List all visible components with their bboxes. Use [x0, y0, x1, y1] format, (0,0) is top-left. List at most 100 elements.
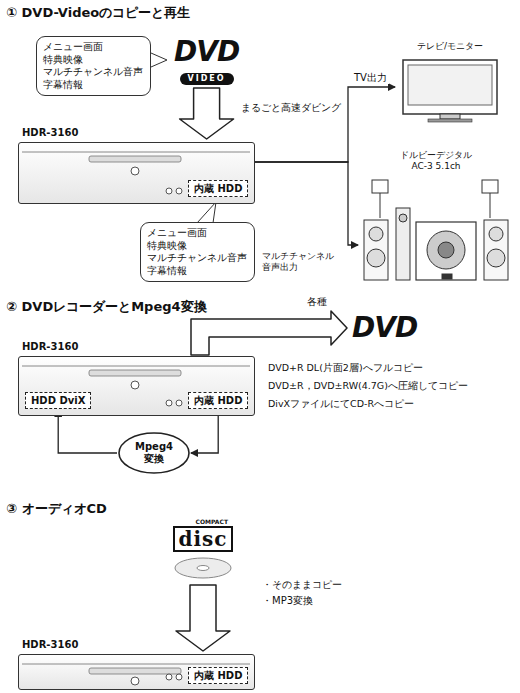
convert-label: Mpeg4 変換 — [129, 441, 179, 465]
hdd-label: 内蔵 HDD — [194, 182, 242, 195]
edge-label: まるごと高速ダビング — [239, 102, 343, 114]
drawing — [482, 180, 498, 193]
drawing — [89, 668, 181, 674]
drawing — [131, 167, 139, 175]
recorder-unit: HDR-3160内蔵 HDD — [18, 142, 255, 204]
recorder-unit: HDR-3160HDD DviX内蔵 HDD — [18, 356, 255, 416]
drawing — [89, 156, 181, 162]
tv-label: テレビ/モニター — [395, 40, 505, 53]
model-name: HDR-3160 — [22, 341, 78, 352]
drawing — [166, 188, 172, 194]
connector — [180, 88, 234, 139]
drawing — [372, 180, 388, 193]
note-text: ・MP3変換 — [262, 594, 313, 608]
drawing — [442, 274, 452, 279]
hdd-label: 内蔵 HDD — [194, 669, 242, 682]
drawing — [380, 193, 381, 218]
section-heading: ③ オーディオCD — [6, 500, 107, 518]
hdd-box: 内蔵 HDD — [188, 392, 248, 409]
connector — [176, 585, 230, 651]
cd-logo: COMPACTdisc — [172, 518, 234, 582]
hdd-label: 内蔵 HDD — [194, 394, 242, 407]
signal-line — [255, 162, 358, 245]
drawing — [176, 188, 182, 194]
model-name: HDR-3160 — [22, 639, 78, 650]
section-heading: ② DVDレコーダーとMpeg4変換 — [6, 298, 207, 316]
dvd-logo: DVD — [350, 314, 419, 342]
edge-label: TV出力 — [352, 72, 389, 84]
drawing — [176, 400, 182, 406]
logo-text: DVD — [174, 38, 239, 66]
note-text: ・そのままコピー — [262, 578, 342, 592]
connector — [255, 162, 358, 245]
illustration — [172, 556, 234, 582]
drawing — [175, 558, 231, 578]
drawing — [484, 220, 508, 280]
drawing — [131, 677, 139, 685]
hdd-box: HDD DviX — [25, 392, 91, 409]
connector — [191, 311, 347, 355]
edge-label: マルチチャンネル 音声出力 — [260, 251, 342, 273]
connector — [58, 410, 117, 453]
drawing — [396, 208, 410, 280]
tv-monitor: テレビ/モニター — [395, 40, 505, 125]
hollow-arrow — [191, 311, 347, 355]
drawing — [416, 222, 476, 280]
drawing — [119, 433, 189, 473]
callout-bubble: メニュー画面 特典映像 マルチチャンネル音声 字幕情報 — [140, 222, 255, 282]
hdd-box: 内蔵 HDD — [188, 180, 248, 197]
drawing — [364, 220, 388, 280]
signal-line — [58, 410, 117, 453]
drawing — [438, 242, 454, 258]
drawing — [22, 366, 250, 367]
edge-label: 各種 — [305, 296, 329, 308]
drawing — [166, 400, 172, 406]
drawing — [22, 664, 250, 665]
drawing — [176, 674, 182, 680]
note-text: DVD+R DL(片面2層)へフルコピー — [268, 362, 423, 375]
recorder-unit: HDR-3160内蔵 HDD — [18, 654, 255, 690]
speaker-label: ドルビーデジタル AC-3 5.1ch — [396, 150, 476, 172]
logo-sub: VIDEO — [180, 73, 234, 85]
callout-text: メニュー画面 特典映像 マルチチャンネル音声 字幕情報 — [147, 227, 248, 277]
signal-line — [255, 87, 395, 162]
drawing — [427, 231, 465, 269]
hdd-label: HDD DviX — [31, 394, 85, 407]
drawing — [490, 193, 491, 218]
drawing — [367, 249, 385, 267]
drawing — [197, 566, 209, 571]
connector — [255, 87, 395, 162]
logo-sub: COMPACT — [172, 518, 234, 526]
speaker-set: ドルビーデジタル AC-3 5.1ch — [358, 150, 514, 285]
callout-bubble: メニュー画面 特典映像 マルチチャンネル音声 字幕情報 — [36, 36, 151, 96]
drawing — [166, 674, 172, 680]
drawing — [399, 214, 407, 222]
illustration — [358, 178, 514, 283]
hdd-box: 内蔵 HDD — [188, 667, 248, 684]
drawing — [428, 119, 472, 122]
drawing — [489, 227, 503, 241]
logo-text: disc — [173, 526, 232, 552]
drawing — [487, 249, 505, 267]
convert-ellipse: Mpeg4 変換 — [118, 432, 190, 474]
callout-tail — [197, 202, 216, 223]
hollow-arrow — [176, 585, 230, 651]
model-name: HDR-3160 — [22, 127, 78, 138]
logo-text: DVD — [352, 314, 417, 342]
dvd-logo: DVD VIDEO — [172, 38, 241, 85]
hollow-arrow — [180, 88, 234, 139]
drawing — [408, 65, 492, 105]
drawing — [22, 152, 250, 153]
drawing — [440, 114, 460, 119]
drawing — [369, 227, 383, 241]
note-text: DivXファイルにてCD-Rへコピー — [268, 398, 414, 411]
drawing — [131, 381, 139, 389]
note-text: DVD±R，DVD±RW(4.7G)へ圧縮してコピー — [268, 380, 468, 393]
callout-tail — [151, 53, 167, 67]
section-heading: ① DVD-Videoのコピーと再生 — [6, 4, 190, 22]
callout-text: メニュー画面 特典映像 マルチチャンネル音声 字幕情報 — [43, 41, 144, 91]
drawing — [403, 60, 497, 114]
illustration — [395, 58, 505, 124]
drawing — [89, 370, 181, 376]
